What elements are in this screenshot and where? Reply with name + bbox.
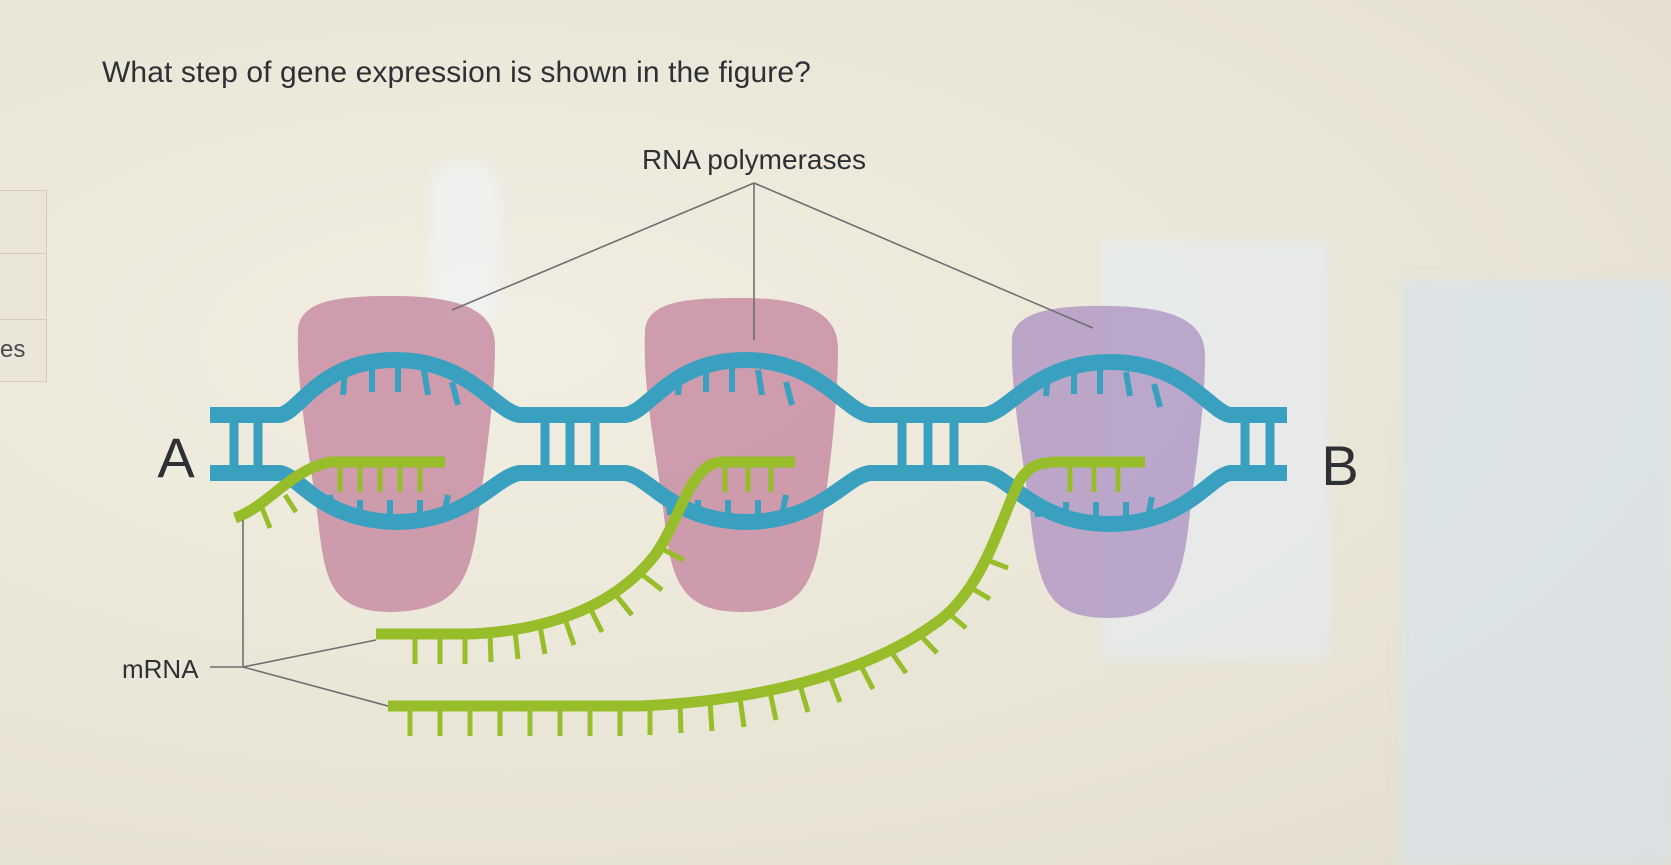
rna-polymerase-blob: [297, 296, 495, 612]
mrna-strand: [232, 456, 445, 529]
leader-lines: [210, 182, 1094, 707]
label-end-a: A: [157, 426, 195, 489]
question-text: What step of gene expression is shown in…: [102, 56, 811, 89]
rna-polymerase-blob: [644, 298, 838, 612]
sidebar-divider: [0, 319, 46, 320]
label-mrna: mRNA: [122, 654, 199, 684]
screen-glare: [1400, 280, 1671, 865]
sidebar-panel[interactable]: [0, 190, 47, 382]
mrna-strands: [232, 456, 1145, 736]
dna-double-helix: [210, 351, 1287, 533]
mrna-leader: [242, 666, 389, 707]
label-end-b: B: [1321, 434, 1358, 497]
label-rna-polymerases: RNA polymerases: [642, 144, 866, 175]
sidebar-label-fragment: es: [0, 336, 26, 363]
mrna-leader: [242, 639, 377, 668]
polymerase-leader: [451, 182, 755, 311]
polymerase-leader: [753, 182, 1094, 329]
sidebar-divider: [0, 253, 46, 254]
mrna-strand: [376, 456, 795, 664]
mrna-strand: [388, 456, 1145, 736]
